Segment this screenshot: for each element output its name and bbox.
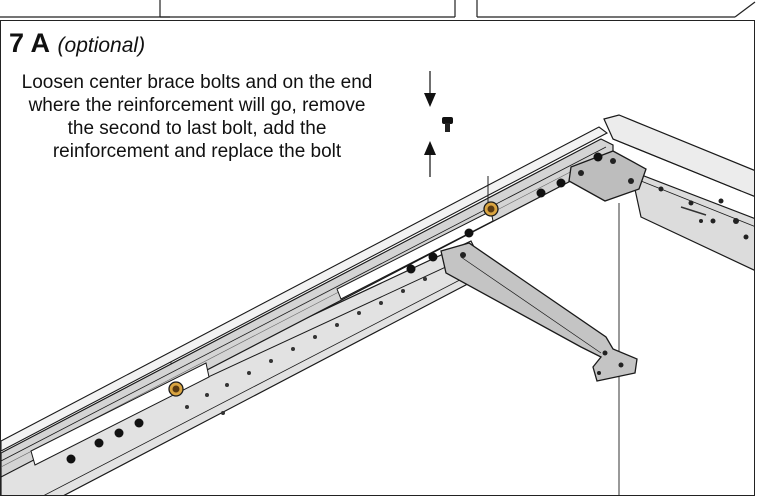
upper-rail	[1, 126, 609, 452]
step-title: 7 A (optional)	[9, 27, 145, 62]
arrow-up-icon	[424, 141, 436, 177]
rail-holes	[185, 277, 427, 415]
rail-rib	[30, 362, 210, 466]
step-qualifier: (optional)	[57, 34, 146, 57]
reinforcement-bracket	[440, 242, 638, 382]
rail-bolts	[66, 152, 603, 464]
arrow-down-icon	[424, 71, 436, 107]
highlight-bolt	[483, 176, 499, 217]
assembly-illustration	[1, 71, 754, 495]
previous-panel-edge	[0, 0, 756, 18]
rail-rib	[336, 210, 494, 300]
side-rail	[630, 170, 754, 271]
step-number: 7 A	[9, 28, 51, 58]
instruction-text: Loosen center brace bolts and on the end…	[21, 72, 373, 162]
highlight-bolt	[168, 381, 184, 397]
instruction-step-panel: 7 A (optional) Loosen center brace bolts…	[0, 20, 755, 496]
bolt-icon	[442, 117, 453, 132]
corner-plate	[568, 150, 647, 202]
